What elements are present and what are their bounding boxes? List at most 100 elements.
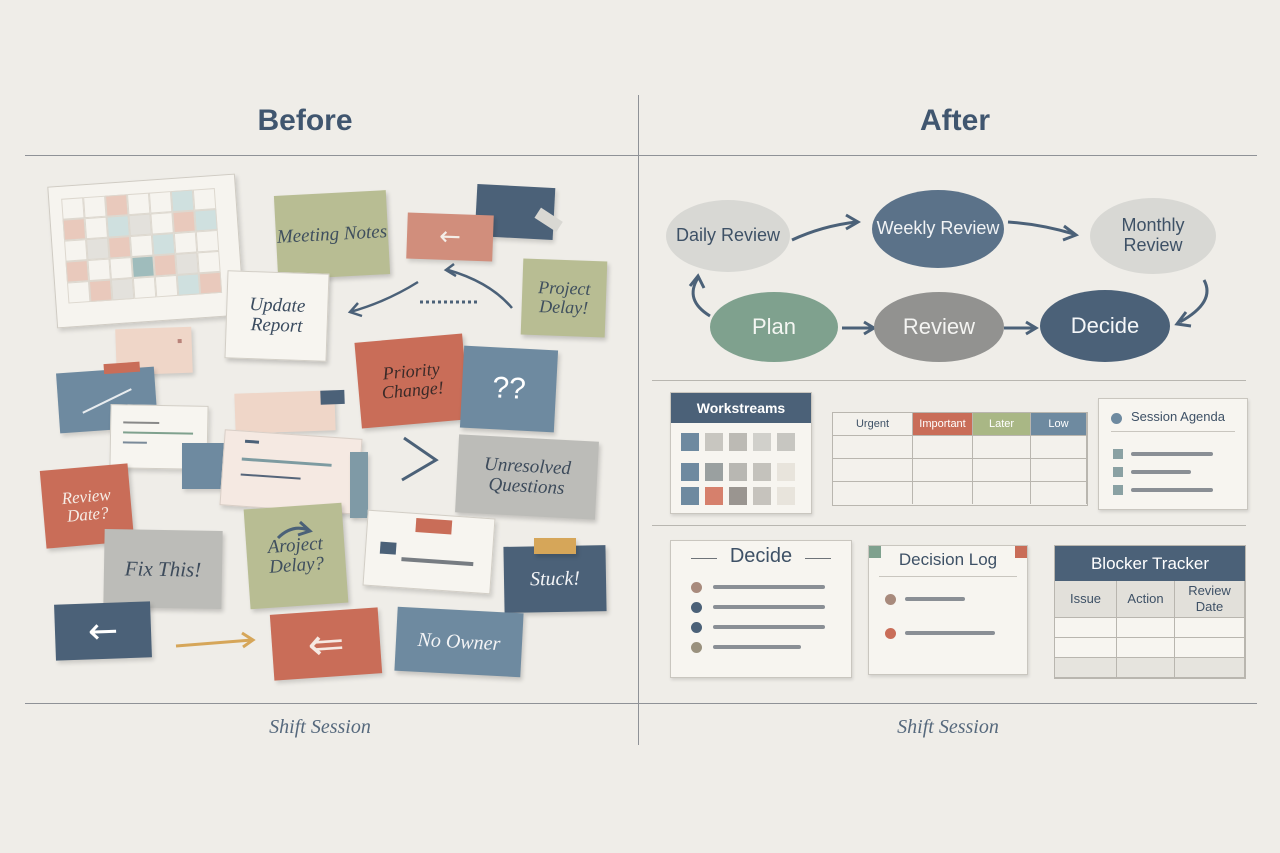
top-divider [25,155,1257,156]
workstreams-card: Workstreams [670,392,812,514]
priority-cell [913,435,973,458]
workstream-swatch [753,433,771,451]
blocker-column-action: Action [1117,581,1175,618]
node-review: Review [874,292,1004,362]
workstream-swatch [681,487,699,505]
decision-log-tab-green [869,546,881,558]
blocker-cell [1175,618,1245,638]
node-plan: Plan [710,292,838,362]
before-title: Before [257,104,353,137]
curved-arrow-up [447,268,513,309]
before-caption: Shift Session [269,716,371,738]
arrow-weekly-to-monthly [1007,220,1075,236]
center-divider [638,95,639,745]
after-title: After [919,104,990,137]
arrowhead [688,273,706,289]
blocker-cell [1117,618,1175,638]
teal-edge [350,452,368,518]
priority-column-low: Low [1031,413,1087,435]
arrowhead [297,520,313,537]
agenda-checkbox-icon [1113,449,1123,459]
priority-cell [1031,458,1087,481]
log-line [905,631,995,635]
workstream-swatch [777,433,795,451]
workstream-swatch [753,463,771,481]
priority-column-urgent: Urgent [833,413,913,435]
decide-bullet-icon [691,642,702,653]
priority-cell [833,435,913,458]
priority-cell [833,458,913,481]
mustard-tape [534,538,576,554]
blocker-cell [1055,618,1117,638]
arrow-plan-to-daily [691,277,711,318]
priority-cell [973,481,1031,504]
blocker-cell [1055,638,1117,658]
blocker-tracker-title: Blocker Tracker [1055,546,1245,581]
decision-log-tab-red [1015,546,1027,558]
blocker-cell [1175,638,1245,658]
decide-rule-right [805,558,831,559]
session-agenda-card: Session Agenda [1098,398,1248,510]
session-agenda-title: Session Agenda [1131,409,1225,424]
decide-card: Decide [670,540,852,678]
arrowhead [1025,320,1039,336]
workstream-swatch [729,433,747,451]
blocker-column-issue: Issue [1055,581,1117,618]
decide-bullet-icon [691,622,702,633]
log-line [905,597,965,601]
decide-line [713,605,825,609]
arrowhead [1062,224,1080,242]
arrowhead [845,213,861,231]
agenda-checkbox-icon [1113,485,1123,495]
after-caption: Shift Session [897,716,999,738]
log-bullet-icon [885,594,896,605]
decision-log-underline [879,576,1017,577]
yellow-arrow [175,638,253,648]
priority-cell [913,481,973,504]
small-curved-arrow [276,526,309,540]
after-divider-2 [652,525,1246,526]
decision-log-card: Decision Log [868,545,1028,675]
workstream-swatch [705,463,723,481]
arrow-monthly-to-decide [1179,279,1209,324]
decide-bullet-icon [691,582,702,593]
workstream-swatch [753,487,771,505]
blocker-cell [1175,658,1245,678]
node-weekly-review: Weekly Review [872,190,1004,268]
after-divider-1 [652,380,1246,381]
workstreams-title: Workstreams [671,393,811,423]
decide-card-title: Decide [729,545,793,567]
blocker-column-review-date: Review Date [1175,581,1245,618]
priority-cell [973,435,1031,458]
decide-line [713,645,801,649]
node-decide: Decide [1040,290,1170,362]
workstream-swatch [729,463,747,481]
curved-arrow-left [349,280,419,314]
priority-column-important: Important [913,413,973,435]
decide-bullet-icon [691,602,702,613]
agenda-underline [1111,431,1235,432]
blocker-cell [1055,658,1117,678]
decision-log-title: Decision Log [898,550,998,569]
priority-cell [833,481,913,504]
arrow-daily-to-weekly [791,220,857,242]
workstream-swatch [777,463,795,481]
node-daily-review: Daily Review [666,200,790,272]
priority-cell [913,458,973,481]
before-arrows [175,263,513,649]
agenda-checkbox-icon [1113,467,1123,477]
arrowhead [443,263,457,278]
arrowhead [347,302,363,318]
agenda-line [1131,470,1191,474]
arrowhead [1174,311,1192,328]
node-monthly-review: Monthly Review [1090,198,1216,274]
workstream-swatch [729,487,747,505]
arrowhead [241,631,256,649]
workstream-swatch [777,487,795,505]
priority-matrix-body [833,435,1087,505]
priority-cell [973,458,1031,481]
